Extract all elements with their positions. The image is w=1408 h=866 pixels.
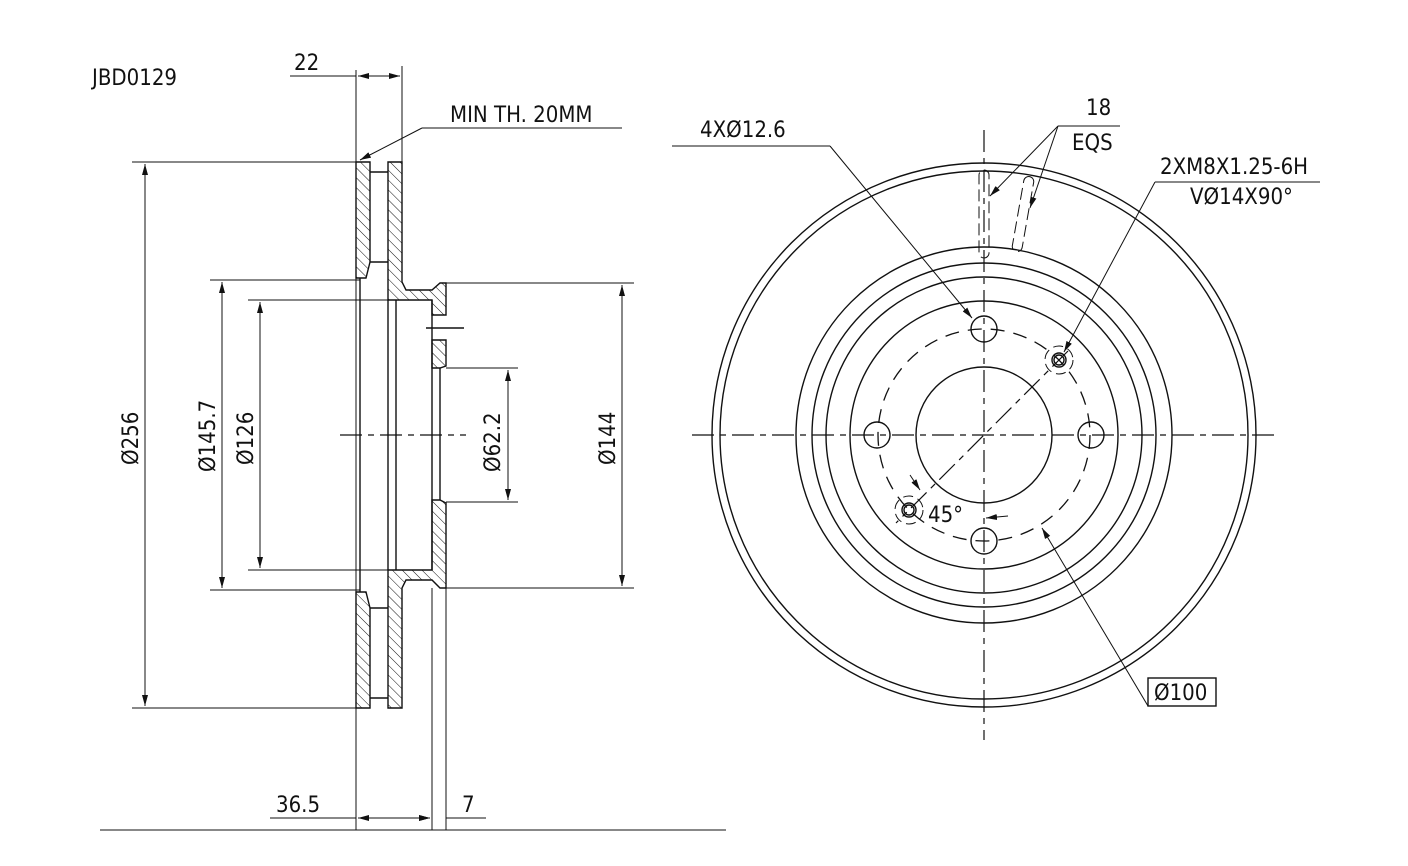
bolt-holes-label: 4XØ12.6 — [700, 118, 786, 143]
bolt-holes — [863, 315, 1105, 555]
dim-outer-diameter: Ø256 — [119, 412, 144, 465]
inner-plate-bottom — [387, 499, 447, 709]
min-thickness-note: MIN TH. 20MM — [450, 103, 593, 128]
front-view — [672, 125, 1320, 740]
dim-center-bore: Ø62.2 — [481, 412, 506, 472]
dim-hub-thickness: 7 — [462, 793, 475, 818]
bolt-circle-box — [1147, 677, 1217, 707]
thread-spec: 2XM8X1.25-6H — [1160, 155, 1308, 180]
inner-plate-top — [387, 161, 447, 316]
side-view — [100, 66, 726, 831]
outer-plate-bottom — [355, 591, 371, 709]
countersink-spec: VØ14X90° — [1190, 185, 1293, 210]
dim-hat-diameter: Ø144 — [596, 412, 621, 465]
dim-126: Ø126 — [234, 412, 259, 465]
angle-label: 45° — [928, 503, 963, 528]
threaded-holes — [894, 345, 1074, 525]
vanes-spacing: EQS — [1072, 131, 1113, 156]
hub-flange — [431, 339, 447, 369]
dim-145-7: Ø145.7 — [196, 400, 221, 472]
dim-offset: 36.5 — [276, 793, 320, 818]
outer-plate-top — [355, 161, 371, 279]
part-number: JBD0129 — [90, 66, 177, 91]
vanes-count: 18 — [1086, 96, 1111, 121]
bolt-circle-label: Ø100 — [1154, 681, 1207, 706]
dim-thickness: 22 — [294, 51, 319, 76]
